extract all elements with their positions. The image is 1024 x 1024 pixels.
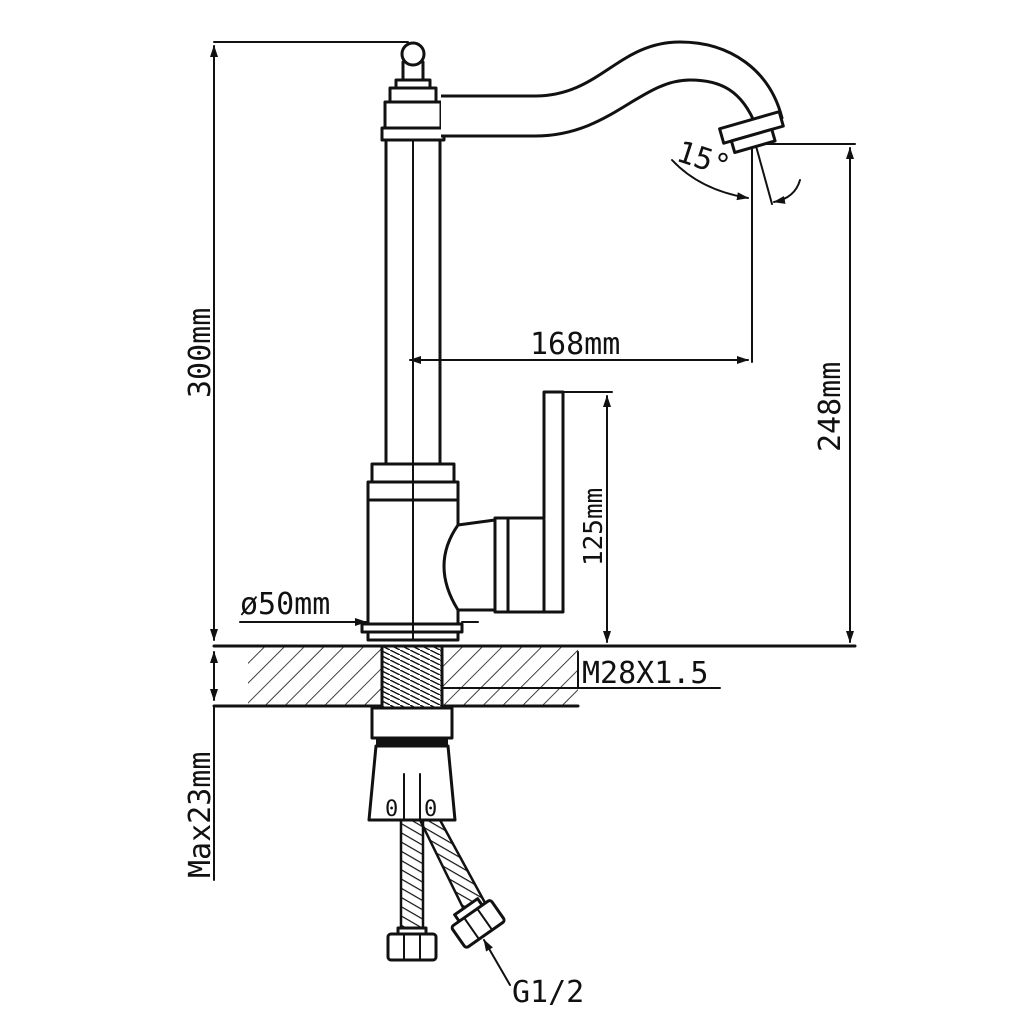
hose-connection-annotation: G1/2 [483, 939, 584, 1010]
max-thickness-label: Max23mm [183, 752, 218, 878]
dimension-50: ø50mm [239, 587, 479, 626]
hose-connection-label: G1/2 [512, 975, 584, 1010]
handle-height-label: 125mm [579, 488, 609, 566]
spout-height-label: 248mm [813, 362, 848, 452]
cold-marking: 0 [385, 797, 398, 822]
dimension-300: 300mm [183, 41, 409, 641]
spout [441, 40, 785, 155]
supply-hoses [386, 818, 506, 962]
dimension-125: 125mm [562, 391, 613, 643]
threaded-shank [380, 644, 444, 710]
dimension-max23: Max23mm [183, 651, 218, 881]
mounting-nut [367, 706, 457, 822]
thread-annotation: M28X1.5 [441, 651, 721, 691]
countertop [212, 644, 857, 708]
hot-marking: 0 [424, 797, 437, 822]
reach-label: 168mm [530, 327, 620, 362]
thread-label: M28X1.5 [582, 656, 708, 691]
faucet-column [380, 41, 446, 641]
dimension-248: 248mm [765, 143, 856, 643]
base-diameter-label: ø50mm [240, 587, 330, 622]
aerator [718, 110, 785, 155]
hose-nut-left [386, 926, 438, 962]
lever-handle [442, 390, 565, 614]
height-total-label: 300mm [183, 308, 218, 398]
hose-nut-right [450, 897, 506, 949]
dimension-168: 168mm [409, 204, 753, 364]
